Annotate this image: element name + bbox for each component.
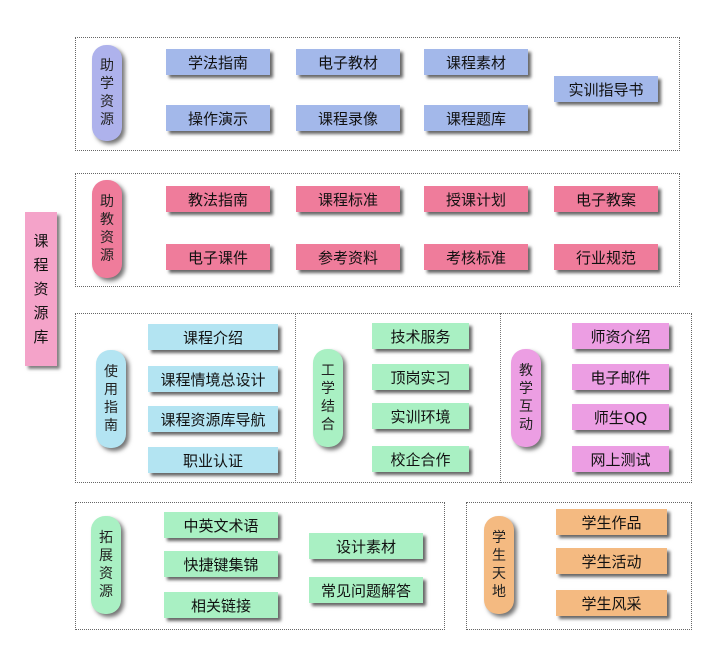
middle-divider-2: [500, 313, 501, 483]
label-char: 合: [321, 417, 335, 433]
assessment-standard-button[interactable]: 考核标准: [424, 244, 528, 270]
shortcut-keys-button[interactable]: 快捷键集锦: [164, 551, 278, 577]
training-environment-button[interactable]: 实训环境: [372, 403, 469, 429]
label-char: 学: [100, 76, 114, 92]
label-char: 用: [104, 382, 118, 398]
electronic-textbook-button[interactable]: 电子教材: [296, 49, 400, 75]
usage-guide-label: 使 用 指 南: [96, 350, 126, 448]
teaching-interaction-label: 教 学 互 动: [511, 349, 541, 447]
label-char: 展: [99, 548, 113, 564]
root-char: 课: [33, 232, 49, 250]
middle-frame: [75, 313, 692, 483]
learning-resources-frame: [75, 37, 680, 151]
label-char: 天: [492, 566, 506, 582]
course-scenario-design-button[interactable]: 课程情境总设计: [148, 366, 278, 392]
student-world-frame: [466, 502, 692, 630]
student-world-label: 学 生 天 地: [484, 516, 514, 614]
terminology-button[interactable]: 中英文术语: [164, 512, 278, 538]
label-char: 动: [519, 417, 533, 433]
label-char: 互: [519, 399, 533, 415]
vocational-certification-button[interactable]: 职业认证: [148, 447, 278, 473]
related-links-button[interactable]: 相关链接: [164, 592, 278, 618]
label-char: 源: [100, 248, 114, 264]
student-works-button[interactable]: 学生作品: [556, 509, 667, 535]
design-materials-button[interactable]: 设计素材: [309, 533, 423, 559]
courseware-button[interactable]: 电子课件: [166, 244, 270, 270]
work-study-integration-label: 工 学 结 合: [313, 349, 343, 447]
student-showcase-button[interactable]: 学生风采: [556, 590, 667, 616]
student-activities-button[interactable]: 学生活动: [556, 548, 667, 574]
course-resource-library-label: 课 程 资 源 库: [25, 212, 57, 366]
learning-resources-label: 助 学 资 源: [92, 45, 122, 141]
label-char: 资: [100, 94, 114, 110]
training-guidebook-button[interactable]: 实训指导书: [554, 76, 658, 102]
label-char: 生: [492, 548, 506, 564]
label-char: 资: [99, 566, 113, 582]
electronic-lesson-plan-button[interactable]: 电子教案: [554, 186, 658, 212]
email-button[interactable]: 电子邮件: [572, 364, 669, 390]
course-standard-button[interactable]: 课程标准: [296, 186, 400, 212]
reference-material-button[interactable]: 参考资料: [296, 244, 400, 270]
root-char: 程: [33, 256, 49, 274]
root-char: 资: [33, 280, 49, 298]
label-char: 地: [492, 584, 506, 600]
learning-guide-button[interactable]: 学法指南: [166, 49, 270, 75]
label-char: 指: [104, 400, 118, 416]
root-char: 库: [33, 328, 49, 346]
school-enterprise-cooperation-button[interactable]: 校企合作: [372, 446, 469, 472]
teaching-resources-frame: [75, 173, 680, 287]
teacher-student-qq-button[interactable]: 师生QQ: [572, 404, 669, 430]
label-char: 源: [100, 112, 114, 128]
label-char: 南: [104, 418, 118, 434]
faq-button[interactable]: 常见问题解答: [309, 577, 423, 603]
resource-library-navigation-button[interactable]: 课程资源库导航: [148, 406, 278, 432]
internship-button[interactable]: 顶岗实习: [372, 364, 469, 390]
middle-divider-1: [295, 313, 296, 483]
extension-resources-label: 拓 展 资 源: [91, 516, 121, 614]
extension-resources-frame: [75, 502, 445, 630]
label-char: 使: [104, 364, 118, 380]
teaching-plan-button[interactable]: 授课计划: [424, 186, 528, 212]
label-char: 学: [492, 530, 506, 546]
label-char: 拓: [99, 530, 113, 546]
course-video-button[interactable]: 课程录像: [296, 105, 400, 131]
label-char: 资: [100, 230, 114, 246]
label-char: 工: [321, 363, 335, 379]
online-test-button[interactable]: 网上测试: [572, 446, 669, 472]
technical-service-button[interactable]: 技术服务: [372, 323, 469, 349]
root-char: 源: [33, 304, 49, 322]
faculty-intro-button[interactable]: 师资介绍: [572, 323, 669, 349]
course-intro-button[interactable]: 课程介绍: [148, 324, 278, 350]
label-char: 结: [321, 399, 335, 415]
operation-demo-button[interactable]: 操作演示: [166, 105, 270, 131]
label-char: 助: [100, 194, 114, 210]
label-char: 学: [519, 381, 533, 397]
label-char: 教: [100, 212, 114, 228]
label-char: 助: [100, 58, 114, 74]
label-char: 学: [321, 381, 335, 397]
label-char: 教: [519, 363, 533, 379]
question-bank-button[interactable]: 课程题库: [424, 105, 528, 131]
teaching-resources-label: 助 教 资 源: [92, 180, 122, 278]
industry-norms-button[interactable]: 行业规范: [554, 244, 658, 270]
label-char: 源: [99, 584, 113, 600]
course-material-button[interactable]: 课程素材: [424, 49, 528, 75]
teaching-method-button[interactable]: 教法指南: [166, 186, 270, 212]
